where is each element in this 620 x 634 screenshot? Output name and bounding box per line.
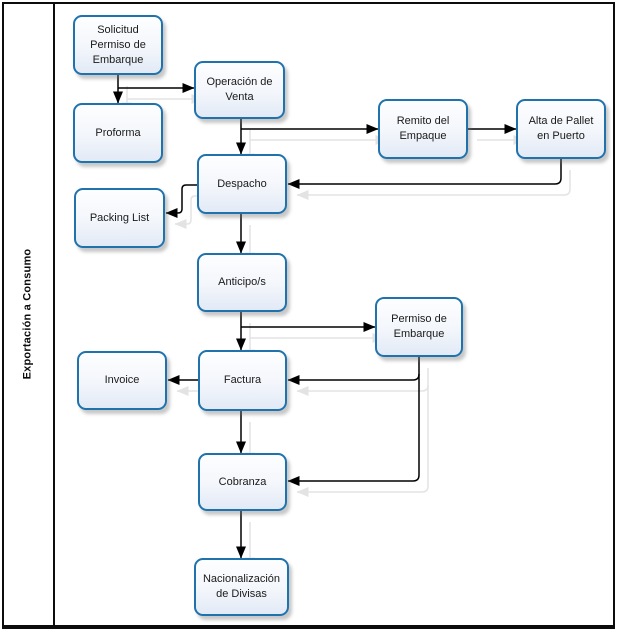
node-label: Remito del Empaque bbox=[396, 115, 450, 142]
node-invoice[interactable]: Invoice bbox=[77, 351, 167, 410]
node-label: Anticipo/s bbox=[218, 276, 266, 288]
node-label: Invoice bbox=[104, 374, 140, 386]
node-label: Nacionalización de Divisas bbox=[202, 573, 281, 600]
node-alta-de-pallet-en-puerto[interactable]: Alta de Pallet en Puerto bbox=[516, 99, 606, 159]
node-label: Cobranza bbox=[218, 475, 267, 488]
node-proforma[interactable]: Proforma bbox=[73, 103, 163, 163]
lane-header[interactable]: Exportación a Consumo bbox=[2, 2, 55, 625]
connector-despacho-to-packing bbox=[165, 184, 197, 218]
node-permiso-de-embarque[interactable]: Permiso de Embarque bbox=[375, 297, 463, 357]
node-packing-list[interactable]: Packing List bbox=[74, 188, 165, 248]
node-label: Permiso de Embarque bbox=[391, 313, 447, 340]
node-despacho[interactable]: Despacho bbox=[197, 154, 287, 214]
node-factura[interactable]: Factura bbox=[198, 350, 287, 411]
connector-alta-to-despacho bbox=[287, 159, 562, 189]
connector-permiso-to-factura bbox=[287, 373, 420, 385]
node-label: Alta de Pallet en Puerto bbox=[528, 115, 594, 142]
node-cobranza[interactable]: Cobranza bbox=[198, 453, 287, 511]
connector-permiso-to-cobranza bbox=[287, 357, 420, 486]
node-operacion-de-venta[interactable]: Operación de Venta bbox=[194, 61, 285, 119]
node-label: Packing List bbox=[89, 211, 150, 224]
node-label: Factura bbox=[223, 374, 262, 386]
node-label: Proforma bbox=[95, 126, 141, 139]
node-label: Operación de Venta bbox=[206, 76, 273, 103]
node-label: Solicitud Permiso de Embarque bbox=[90, 23, 146, 66]
node-nacionalizacion-de-divisas[interactable]: Nacionalización de Divisas bbox=[194, 558, 289, 616]
pool-border bbox=[2, 2, 615, 629]
node-solicitud-permiso-de-embarque[interactable]: Solicitud Permiso de Embarque bbox=[73, 15, 163, 75]
connector-layer-main bbox=[113, 75, 562, 559]
node-remito-del-empaque[interactable]: Remito del Empaque bbox=[378, 99, 468, 159]
node-anticipos[interactable]: Anticipo/s bbox=[197, 253, 287, 312]
node-label: Despacho bbox=[217, 177, 267, 190]
